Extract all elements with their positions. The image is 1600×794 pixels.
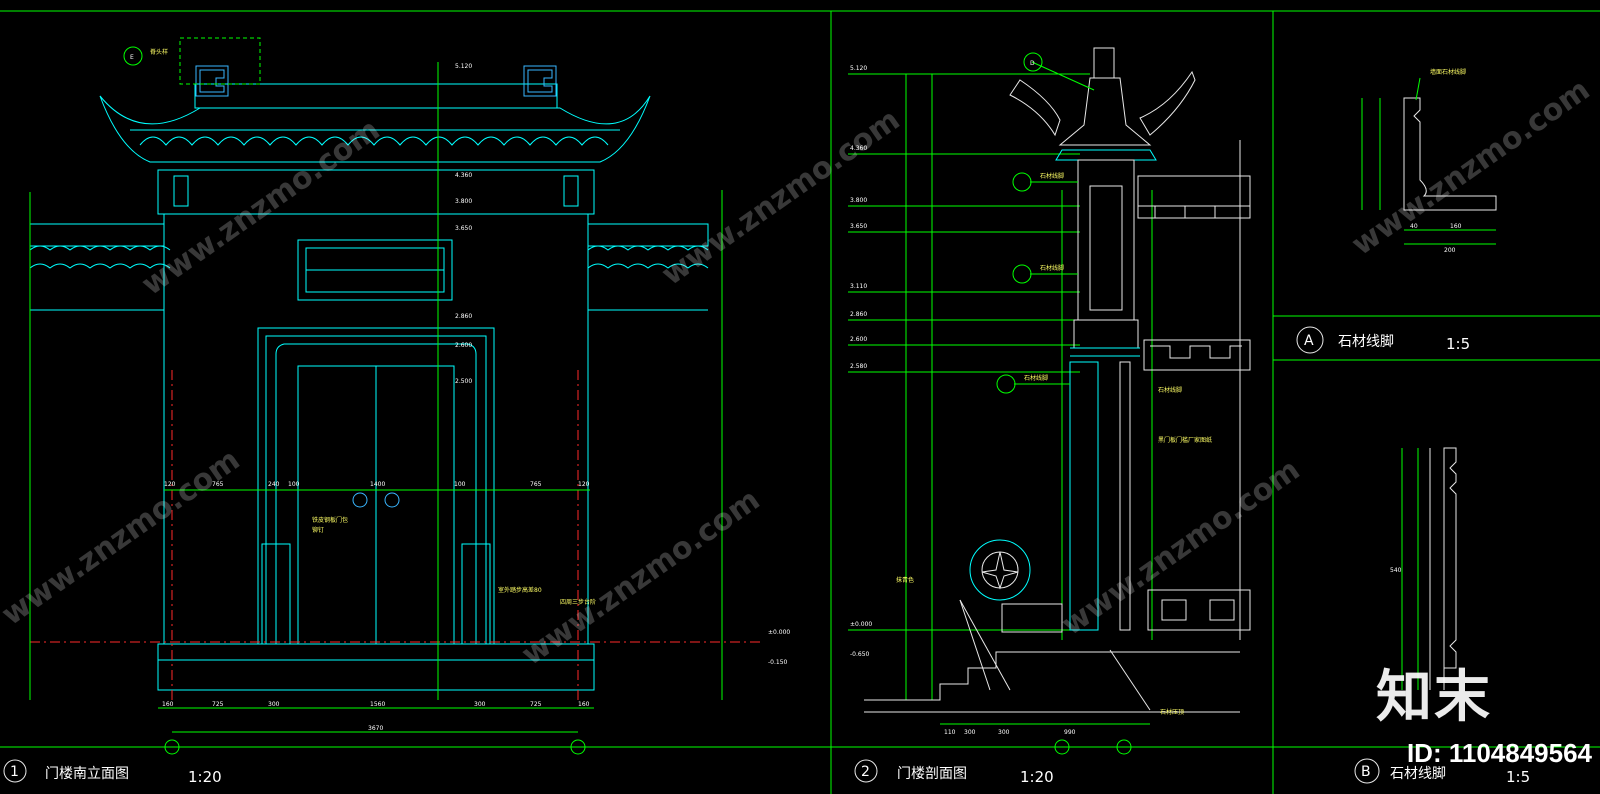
elev-level-0: 5.120 (455, 63, 472, 70)
sec-dim-1: 300 (964, 729, 976, 736)
panel-2-number: 2 (861, 764, 870, 780)
elev-level-1: 4.360 (455, 172, 472, 179)
detail-a-dim-2: 200 (1444, 247, 1456, 254)
detail-a-label: 墙面石材线脚 (1430, 68, 1466, 76)
detail-a-heading: 石材线脚 (1338, 334, 1394, 350)
elev-level-6: 2.500 (455, 378, 472, 385)
detail-b-letter: B (1361, 764, 1371, 780)
elev-mid-1: 765 (212, 481, 224, 488)
sec-dim-3: 990 (1064, 729, 1076, 736)
panel-2-title: 2 门楼剖面图 1:20 (854, 759, 1054, 786)
sec-level-7: 2.580 (850, 363, 867, 370)
sec-level-1: 4.360 (850, 145, 867, 152)
elev-total: 3670 (368, 725, 383, 732)
door-note-1: 铁皮钢板门包 (312, 516, 348, 524)
elev-dim-3: 1560 (370, 701, 385, 708)
detail-b-dim: 540 (1390, 567, 1402, 574)
detail-b-scale: 1:5 (1506, 768, 1530, 786)
panel-1-heading: 门楼南立面图 (45, 766, 129, 782)
elev-level-5: 2.600 (455, 342, 472, 349)
elevation-annotations: E 脊头样 铁皮钢板门包 铆钉 室外踏步高差80 四周三步台阶 5.120 4.… (123, 46, 790, 732)
section-annotations: D 石材线脚 石材线脚 石材线脚 石材线脚 黑门板门槛厂家图纸 石材压顶 抹青色… (850, 52, 1212, 736)
bottom-note: 石材压顶 (1160, 708, 1184, 716)
detail-a-title: A 石材线脚 1:5 (1296, 326, 1470, 354)
elevation-drawing (29, 37, 760, 755)
sec-level-9: -0.650 (850, 651, 870, 658)
elev-mid-0: 120 (164, 481, 176, 488)
section-drawing (848, 47, 1251, 755)
detail-a-drawing: 墙面石材线脚 40 160 200 (1361, 68, 1497, 254)
sec-level-2: 3.800 (850, 197, 867, 204)
brand-logo: 知末 (1376, 665, 1492, 730)
e-tag: E (130, 54, 134, 61)
elev-mid-6: 765 (530, 481, 542, 488)
id-label: ID: 1104849564 (1406, 738, 1592, 768)
sec-level-4: 3.110 (850, 283, 867, 290)
elev-level-4: 2.860 (455, 313, 472, 320)
right-note-2: 黑门板门槛厂家图纸 (1158, 436, 1212, 444)
detail-a-letter: A (1304, 333, 1314, 349)
sec-level-5: 2.860 (850, 311, 867, 318)
sec-level-8: ±0.000 (850, 621, 872, 628)
elev-dim-2: 300 (268, 701, 280, 708)
elev-dim-1: 725 (212, 701, 224, 708)
sec-level-6: 2.600 (850, 336, 867, 343)
sec-level-0: 5.120 (850, 65, 867, 72)
detail-a-dim-0: 40 (1410, 223, 1418, 230)
elev-level-7: ±0.000 (768, 629, 790, 636)
elev-mid-4: 1400 (370, 481, 385, 488)
sec-dim-0: 110 (944, 729, 956, 736)
detail-b-drawing: 540 (1390, 447, 1457, 690)
left-note: 抹青色 (896, 576, 914, 584)
panel-2-heading: 门楼剖面图 (897, 766, 967, 782)
door-note-2: 铆钉 (312, 526, 324, 534)
elev-level-2: 3.800 (455, 198, 472, 205)
elev-mid-3: 100 (288, 481, 300, 488)
elev-dim-6: 160 (578, 701, 590, 708)
panel-1-title: 1 门楼南立面图 1:20 (3, 759, 222, 786)
elev-mid-2: 240 (268, 481, 280, 488)
panel-1-number: 1 (10, 764, 19, 780)
d-tag: D (1030, 60, 1035, 67)
panel-1-scale: 1:20 (188, 768, 222, 786)
elev-mid-5: 100 (454, 481, 466, 488)
elev-level-8: -0.150 (768, 659, 788, 666)
elev-mid-7: 120 (578, 481, 590, 488)
sec-dim-2: 300 (998, 729, 1010, 736)
right-note-1: 石材线脚 (1158, 386, 1182, 394)
step-note-2: 四周三步台阶 (560, 598, 596, 606)
ridge-note: 脊头样 (150, 48, 168, 56)
step-note-1: 室外踏步高差80 (498, 586, 542, 594)
detail-a-dim-1: 160 (1450, 223, 1462, 230)
elev-dim-5: 725 (530, 701, 542, 708)
sec-level-3: 3.650 (850, 223, 867, 230)
elev-level-3: 3.650 (455, 225, 472, 232)
elev-dim-0: 160 (162, 701, 174, 708)
detail-a-scale: 1:5 (1446, 335, 1470, 353)
b-note: 石材线脚 (1040, 264, 1064, 272)
c-note: 石材线脚 (1040, 172, 1064, 180)
sheet-frame (0, 10, 1600, 794)
detail-b-title: B 石材线脚 1:5 (1354, 758, 1530, 786)
elev-dim-4: 300 (474, 701, 486, 708)
panel-2-scale: 1:20 (1020, 768, 1054, 786)
a-note: 石材线脚 (1024, 374, 1048, 382)
detail-b-heading: 石材线脚 (1390, 766, 1446, 782)
